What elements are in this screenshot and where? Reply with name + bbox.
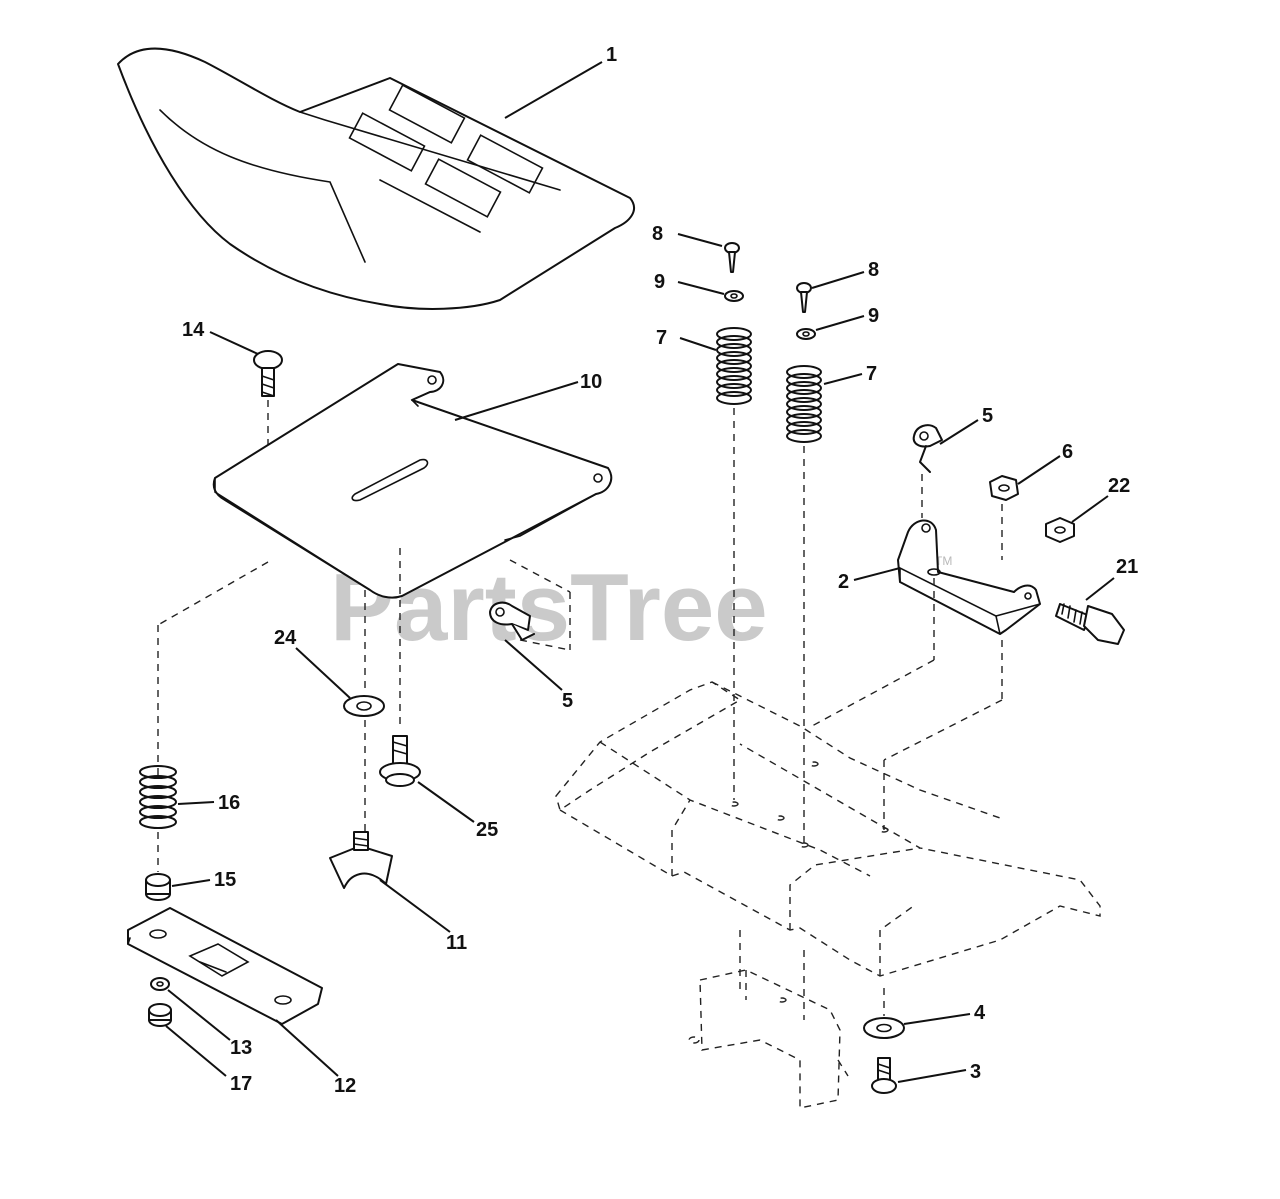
frame-outline (555, 681, 1101, 1109)
leader-14 (209, 331, 259, 355)
part-4-washer[interactable] (863, 1017, 905, 1039)
leader-6 (1017, 455, 1061, 485)
part-13-washer[interactable] (150, 977, 170, 991)
callout-3: 3 (970, 1061, 981, 1083)
leader-7-left (679, 337, 717, 351)
leader-7-right (823, 373, 863, 385)
callout-4: 4 (974, 1002, 986, 1024)
callout-7-left: 7 (656, 327, 667, 349)
leader-9-right (815, 315, 865, 331)
callout-16: 16 (218, 792, 240, 814)
leader-17 (165, 1025, 227, 1077)
part-7-spring-right[interactable] (786, 365, 822, 443)
callout-2: 2 (838, 571, 849, 593)
part-25-shoulder-bolt[interactable] (379, 735, 421, 787)
part-9-washer-right[interactable] (796, 328, 816, 340)
part-9-washer-left[interactable] (724, 290, 744, 302)
leader-2 (853, 567, 901, 581)
part-14-carriage-bolt[interactable] (253, 350, 283, 397)
leader-24 (295, 647, 351, 699)
callout-8-left: 8 (652, 223, 663, 245)
callout-8-right: 8 (868, 259, 879, 281)
part-12-slide-plate[interactable] (127, 907, 323, 1025)
leader-12 (275, 1019, 339, 1077)
part-16-spring[interactable] (139, 765, 177, 829)
watermark-trademark: TM (935, 554, 952, 568)
leader-5-left (504, 639, 563, 691)
leader-21 (1085, 577, 1115, 601)
callout-15: 15 (214, 869, 236, 891)
part-22-nut[interactable] (1045, 517, 1075, 543)
callout-9-left: 9 (654, 271, 665, 293)
part-8-screw-right[interactable] (796, 282, 812, 313)
callout-9-right: 9 (868, 305, 879, 327)
callout-21: 21 (1116, 556, 1138, 578)
part-5-clip-right[interactable] (912, 424, 943, 473)
part-6-nut[interactable] (989, 475, 1019, 501)
part-10-seat-pan[interactable] (212, 363, 613, 599)
leader-16 (177, 801, 215, 805)
callout-5-right: 5 (982, 405, 993, 427)
leader-22 (1071, 495, 1109, 523)
leader-25 (417, 781, 475, 823)
part-24-washer[interactable] (343, 695, 385, 717)
part-8-screw-left[interactable] (724, 242, 740, 273)
callout-14: 14 (182, 319, 205, 341)
callout-24: 24 (274, 627, 297, 649)
leader-10 (454, 381, 579, 421)
callout-6: 6 (1062, 441, 1073, 463)
part-5-clip-left[interactable] (489, 601, 535, 641)
leader-4 (903, 1013, 971, 1025)
leader-11 (379, 879, 451, 933)
leader-8-left (677, 233, 723, 247)
part-21-shoulder-bolt[interactable] (1055, 603, 1125, 645)
leader-9-left (677, 281, 725, 295)
leader-1 (504, 61, 603, 119)
part-7-spring-left[interactable] (716, 327, 752, 405)
callout-11: 11 (446, 932, 467, 954)
leader-3 (897, 1069, 967, 1083)
callout-12: 12 (334, 1075, 356, 1097)
leader-5-right (939, 419, 979, 445)
callout-1: 1 (606, 44, 617, 66)
callout-22: 22 (1108, 475, 1130, 497)
part-17-nut[interactable] (148, 1003, 172, 1027)
part-15-spacer[interactable] (145, 873, 171, 901)
leader-15 (171, 879, 211, 887)
callout-25: 25 (476, 819, 498, 841)
part-11-knob[interactable] (329, 831, 393, 889)
part-3-bolt[interactable] (871, 1057, 897, 1094)
part-1-seat[interactable] (117, 47, 635, 310)
callout-7-right: 7 (866, 363, 877, 385)
part-2-pivot-bracket[interactable] (897, 519, 1041, 635)
callout-5-left: 5 (562, 690, 573, 712)
callout-10: 10 (580, 371, 602, 393)
callout-13: 13 (230, 1037, 252, 1059)
leader-13 (167, 989, 231, 1041)
leader-8-right (811, 271, 865, 289)
callout-17: 17 (230, 1073, 252, 1095)
